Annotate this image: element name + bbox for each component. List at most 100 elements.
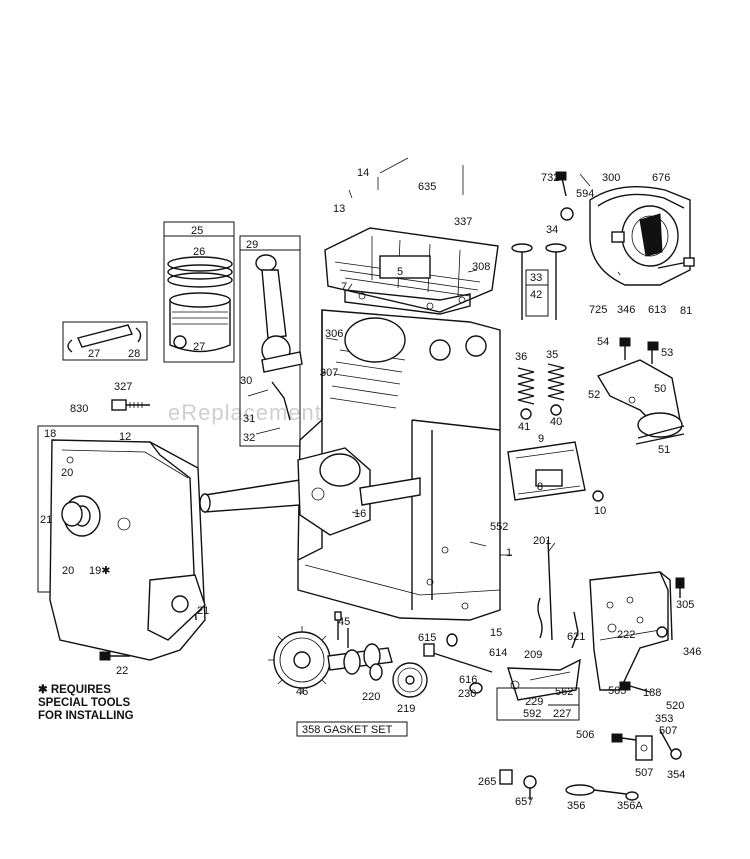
blower-bolts xyxy=(555,171,695,269)
label-part-725: 725 xyxy=(589,304,607,316)
label-part-19: 19✱ xyxy=(89,565,110,577)
valve-spring-right xyxy=(547,363,565,416)
label-part-635: 635 xyxy=(418,181,436,193)
label-part-615: 615 xyxy=(418,632,436,644)
label-part-25: 25 xyxy=(191,225,203,237)
governor-box xyxy=(496,687,580,721)
tappet-pins xyxy=(334,611,349,648)
label-part-27a: 27 xyxy=(88,348,100,360)
special-tools-note: ✱ REQUIRES SPECIAL TOOLS FOR INSTALLING xyxy=(38,684,134,722)
crankcase-cover xyxy=(49,439,206,661)
label-part-12: 12 xyxy=(119,431,131,443)
label-part-222: 222 xyxy=(617,629,635,641)
breather-bolt xyxy=(111,399,150,411)
valve-right xyxy=(545,243,567,320)
intake-elbow xyxy=(596,359,685,445)
label-part-8: 8 xyxy=(537,481,543,493)
label-part-201: 201 xyxy=(533,535,551,547)
label-part-356a: 356A xyxy=(617,800,643,812)
breather xyxy=(507,441,604,502)
label-part-35: 35 xyxy=(546,349,558,361)
governor-gear xyxy=(392,662,428,698)
piston-pin xyxy=(67,324,142,353)
label-part-507a: 507 xyxy=(659,725,677,737)
label-part-230: 230 xyxy=(458,688,476,700)
label-part-616: 616 xyxy=(459,674,477,686)
oil-seal xyxy=(61,501,83,527)
valve-spring-left xyxy=(517,367,535,420)
elbow-bolts xyxy=(619,337,659,364)
part-labels: 1 5 7 8 9 10 12 13 14 15 16 18 19✱ 20 20… xyxy=(40,167,701,812)
label-part-18: 18 xyxy=(44,428,56,440)
clip-265 xyxy=(499,769,537,800)
bracket-screw xyxy=(656,577,685,638)
label-part-265: 265 xyxy=(478,776,496,788)
label-part-337: 337 xyxy=(454,216,472,228)
label-part-46: 46 xyxy=(296,686,308,698)
label-part-346b: 346 xyxy=(683,646,701,658)
label-part-346a: 346 xyxy=(617,304,635,316)
piston-assembly-box xyxy=(163,221,235,363)
label-part-676: 676 xyxy=(652,172,670,184)
label-part-657: 657 xyxy=(515,796,533,808)
label-part-42: 42 xyxy=(530,289,542,301)
label-part-20b: 20 xyxy=(62,565,74,577)
label-part-30: 30 xyxy=(240,375,252,387)
control-link xyxy=(571,611,651,693)
label-part-7: 7 xyxy=(341,281,347,293)
label-part-305: 305 xyxy=(676,599,694,611)
label-part-220: 220 xyxy=(362,691,380,703)
cylinder-head xyxy=(324,227,499,313)
label-part-81: 81 xyxy=(680,305,692,317)
label-part-22: 22 xyxy=(116,665,128,677)
gasket-set-box xyxy=(296,721,408,737)
piston xyxy=(169,292,231,353)
note-line-1: ✱ REQUIRES xyxy=(38,684,111,696)
label-part-621: 621 xyxy=(567,631,585,643)
label-part-594: 594 xyxy=(576,188,594,200)
label-part-300: 300 xyxy=(602,172,620,184)
label-part-562: 562 xyxy=(555,686,573,698)
control-plate xyxy=(611,729,682,761)
label-part-21b: 21 xyxy=(197,605,209,617)
gasket-set-label: 358 GASKET SET xyxy=(302,724,393,736)
label-part-306: 306 xyxy=(325,328,343,340)
label-part-353: 353 xyxy=(655,713,673,725)
label-part-28: 28 xyxy=(128,348,140,360)
connecting-rod-box xyxy=(239,235,301,447)
label-part-36: 36 xyxy=(515,351,527,363)
piston-pin-box xyxy=(62,321,148,361)
label-part-356: 356 xyxy=(567,800,585,812)
camshaft xyxy=(327,643,393,675)
label-part-505: 505 xyxy=(608,685,626,697)
label-part-50: 50 xyxy=(654,383,666,395)
label-part-45: 45 xyxy=(338,616,350,628)
label-part-26: 26 xyxy=(193,246,205,258)
label-part-29: 29 xyxy=(246,239,258,251)
label-part-40: 40 xyxy=(550,416,562,428)
label-part-307: 307 xyxy=(320,367,338,379)
label-part-20a: 20 xyxy=(61,467,73,479)
washer-220 xyxy=(369,663,383,681)
governor-rod xyxy=(537,539,553,641)
label-part-14: 14 xyxy=(357,167,369,179)
label-part-327: 327 xyxy=(114,381,132,393)
label-part-34: 34 xyxy=(546,224,558,236)
label-part-16: 16 xyxy=(354,508,366,520)
label-part-209: 209 xyxy=(524,649,542,661)
label-part-15: 15 xyxy=(490,627,502,639)
label-part-614: 614 xyxy=(489,647,507,659)
governor-shaft xyxy=(423,633,493,694)
label-part-52: 52 xyxy=(588,389,600,401)
label-part-506: 506 xyxy=(576,729,594,741)
piston-rings xyxy=(167,256,233,288)
label-part-21a: 21 xyxy=(40,514,52,526)
note-line-3: FOR INSTALLING xyxy=(38,710,134,722)
crankshaft xyxy=(199,447,421,536)
label-part-613: 613 xyxy=(648,304,666,316)
label-part-592: 592 xyxy=(523,708,541,720)
label-part-51: 51 xyxy=(658,444,670,456)
label-part-507b: 507 xyxy=(635,767,653,779)
head-gasket xyxy=(344,289,471,315)
